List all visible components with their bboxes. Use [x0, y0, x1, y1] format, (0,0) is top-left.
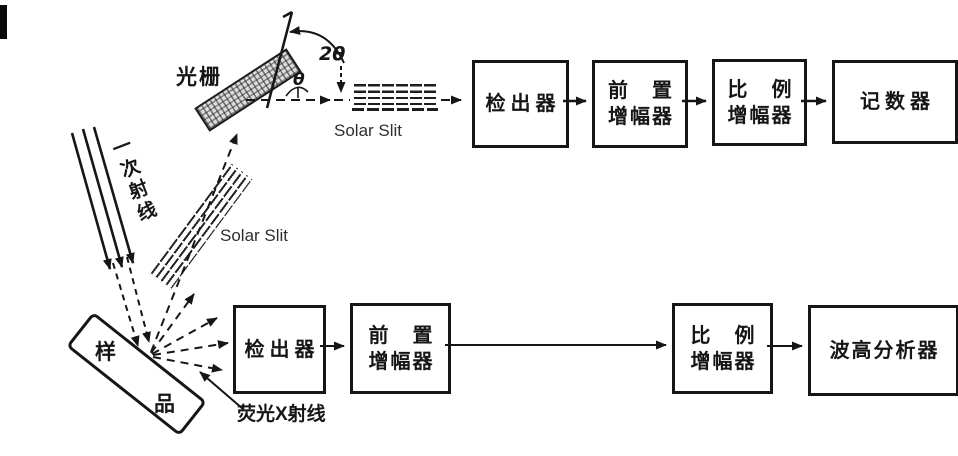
solar-slit-diagonal-label: Solar Slit — [220, 226, 289, 245]
box-proportional-amplifier-bottom: 比 例 增幅器 — [672, 303, 773, 394]
box-detector-bottom-label: 检出器 — [244, 338, 320, 361]
box-proportional-amplifier-bottom-line1: 比 例 — [690, 324, 757, 347]
box-detector-bottom: 检出器 — [233, 305, 326, 394]
box-preamplifier-top: 前 置 增幅器 — [592, 60, 688, 148]
box-detector-top: 检出器 — [472, 60, 569, 148]
solar-slit-top-label: Solar Slit — [334, 121, 403, 140]
box-proportional-amplifier-bottom-line2: 增幅器 — [690, 350, 757, 373]
soller-slit-horizontal — [352, 84, 438, 105]
box-pulse-height-analyzer-label: 波高分析器 — [829, 339, 940, 362]
box-preamplifier-bottom: 前 置 增幅器 — [350, 303, 451, 394]
box-detector-top-label: 检出器 — [485, 93, 561, 115]
box-preamplifier-bottom-line2: 增幅器 — [368, 350, 435, 373]
grating-label: 光栅 — [176, 66, 222, 89]
box-counter-label: 记数器 — [860, 91, 935, 113]
box-preamplifier-top-line2: 增幅器 — [608, 106, 674, 128]
sample-label-char-2: 品 — [154, 393, 175, 416]
box-counter: 记数器 — [832, 60, 958, 144]
box-proportional-amplifier-top-line2: 增幅器 — [727, 104, 794, 127]
sample-label-char-1: 样 — [95, 341, 116, 364]
box-preamplifier-top-line1: 前 置 — [608, 80, 674, 102]
two-theta-label: 2θ — [319, 43, 346, 65]
theta-label: θ — [293, 70, 305, 90]
box-pulse-height-analyzer: 波高分析器 — [808, 305, 958, 396]
fluorescent-xray-label: 荧光X射线 — [237, 404, 326, 425]
box-proportional-amplifier-top: 比 例 增幅器 — [712, 59, 807, 146]
primary-ray-label: 一次射线 — [106, 134, 160, 228]
soller-slit-horizontal-baseline — [352, 108, 438, 111]
box-preamplifier-bottom-line1: 前 置 — [368, 324, 435, 347]
box-proportional-amplifier-top-line1: 比 例 — [727, 78, 794, 101]
sample-holder — [66, 311, 207, 437]
scan-artifact — [0, 5, 7, 39]
